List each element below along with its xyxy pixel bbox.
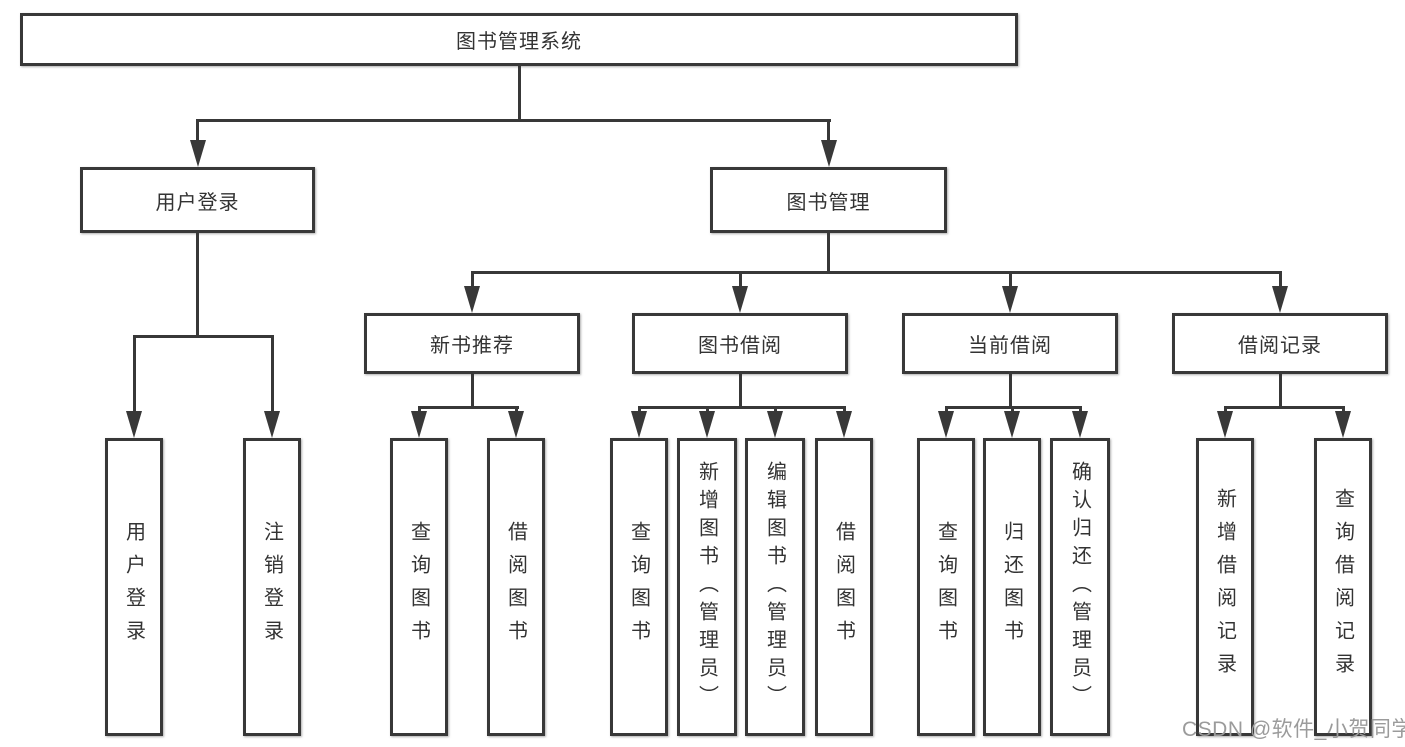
leaf-query-books-current-label: 查询图书 xyxy=(934,521,957,653)
arrow-down-icon xyxy=(1335,411,1351,438)
connector-line xyxy=(1010,406,1014,414)
leaf-user-login-label: 用户登录 xyxy=(122,521,145,653)
connector-line xyxy=(1223,406,1227,414)
connector-line xyxy=(470,271,474,289)
arrow-down-icon xyxy=(1002,286,1018,313)
arrow-down-icon xyxy=(1004,411,1020,438)
connector-line xyxy=(637,406,641,414)
leaf-return-books-label: 归还图书 xyxy=(1000,521,1023,653)
connector-line xyxy=(842,406,846,414)
connector-line xyxy=(1223,406,1345,409)
connector-line xyxy=(705,406,709,414)
arrow-down-icon xyxy=(464,286,480,313)
connector-line xyxy=(637,406,846,409)
leaf-query-books-recommend-label: 查询图书 xyxy=(407,521,430,653)
node-borrowing-records-label: 借阅记录 xyxy=(1238,335,1322,357)
connector-line xyxy=(944,406,948,414)
connector-line xyxy=(738,374,742,407)
node-user-login: 用户登录 xyxy=(80,167,315,233)
leaf-add-borrow-record-label: 新增借阅记录 xyxy=(1213,488,1236,686)
leaf-query-books-current: 查询图书 xyxy=(917,438,975,736)
node-current-borrowing-label: 当前借阅 xyxy=(968,335,1052,357)
leaf-query-books-borrow-label: 查询图书 xyxy=(627,521,650,653)
connector-line xyxy=(827,233,830,273)
arrow-down-icon xyxy=(820,140,837,167)
connector-line xyxy=(1008,374,1012,407)
connector-line xyxy=(1078,406,1082,414)
leaf-edit-books-admin: 编辑图书（管理员） xyxy=(745,438,805,736)
leaf-query-borrow-record: 查询借阅记录 xyxy=(1314,438,1372,736)
leaf-query-books-recommend: 查询图书 xyxy=(390,438,448,736)
leaf-add-books-admin-label: 新增图书（管理员） xyxy=(695,461,718,713)
arrow-down-icon xyxy=(1072,411,1088,438)
connector-line xyxy=(1341,406,1345,414)
arrow-down-icon xyxy=(732,286,748,313)
arrow-down-icon xyxy=(767,411,783,438)
leaf-add-borrow-record: 新增借阅记录 xyxy=(1196,438,1254,736)
arrow-down-icon xyxy=(1272,286,1288,313)
connector-line xyxy=(514,406,518,414)
connector-line xyxy=(518,66,521,119)
arrow-down-icon xyxy=(631,411,647,438)
arrow-down-icon xyxy=(699,411,715,438)
arrow-down-icon xyxy=(411,411,427,438)
connector-line xyxy=(270,335,274,413)
arrow-down-icon xyxy=(836,411,852,438)
csdn-watermark: CSDN @软件_小贺同学 xyxy=(1182,718,1405,741)
connector-line xyxy=(196,119,831,122)
connector-line xyxy=(1278,271,1282,289)
connector-line xyxy=(1008,271,1012,289)
connector-line xyxy=(470,271,1282,274)
node-book-borrowing: 图书借阅 xyxy=(632,313,848,374)
leaf-query-borrow-record-label: 查询借阅记录 xyxy=(1331,488,1354,686)
connector-line xyxy=(196,119,199,143)
connector-line xyxy=(738,271,742,289)
arrow-down-icon xyxy=(1217,411,1233,438)
node-root-label: 图书管理系统 xyxy=(456,31,582,53)
arrow-down-icon xyxy=(264,411,280,438)
node-borrowing-records: 借阅记录 xyxy=(1172,313,1388,374)
leaf-query-books-borrow: 查询图书 xyxy=(610,438,668,736)
connector-line xyxy=(132,335,274,338)
node-user-login-label: 用户登录 xyxy=(155,191,240,214)
connector-line xyxy=(1278,374,1282,407)
leaf-borrow-books: 借阅图书 xyxy=(815,438,873,736)
arrow-down-icon xyxy=(126,411,142,438)
leaf-logout-label: 注销登录 xyxy=(260,521,283,653)
connector-line xyxy=(827,119,830,143)
arrow-down-icon xyxy=(508,411,524,438)
leaf-confirm-return-admin: 确认归还（管理员） xyxy=(1050,438,1110,736)
leaf-return-books: 归还图书 xyxy=(983,438,1041,736)
leaf-confirm-return-admin-label: 确认归还（管理员） xyxy=(1068,461,1091,713)
connector-line xyxy=(196,233,199,335)
node-current-borrowing: 当前借阅 xyxy=(902,313,1118,374)
node-book-management-label: 图书管理 xyxy=(786,191,871,214)
connector-line xyxy=(470,374,474,407)
node-root: 图书管理系统 xyxy=(20,13,1018,66)
connector-line xyxy=(773,406,777,414)
leaf-borrow-books-recommend: 借阅图书 xyxy=(487,438,545,736)
node-new-book-recommendation-label: 新书推荐 xyxy=(430,335,514,357)
leaf-logout: 注销登录 xyxy=(243,438,301,736)
arrow-down-icon xyxy=(189,140,206,167)
connector-line xyxy=(417,406,421,414)
leaf-add-books-admin: 新增图书（管理员） xyxy=(677,438,737,736)
node-book-borrowing-label: 图书借阅 xyxy=(698,335,782,357)
node-book-management: 图书管理 xyxy=(710,167,947,233)
node-new-book-recommendation: 新书推荐 xyxy=(364,313,580,374)
leaf-edit-books-admin-label: 编辑图书（管理员） xyxy=(763,461,786,713)
arrow-down-icon xyxy=(938,411,954,438)
connector-line xyxy=(132,335,136,413)
leaf-borrow-books-recommend-label: 借阅图书 xyxy=(504,521,527,653)
leaf-user-login: 用户登录 xyxy=(105,438,163,736)
connector-line xyxy=(417,406,519,409)
leaf-borrow-books-label: 借阅图书 xyxy=(832,521,855,653)
